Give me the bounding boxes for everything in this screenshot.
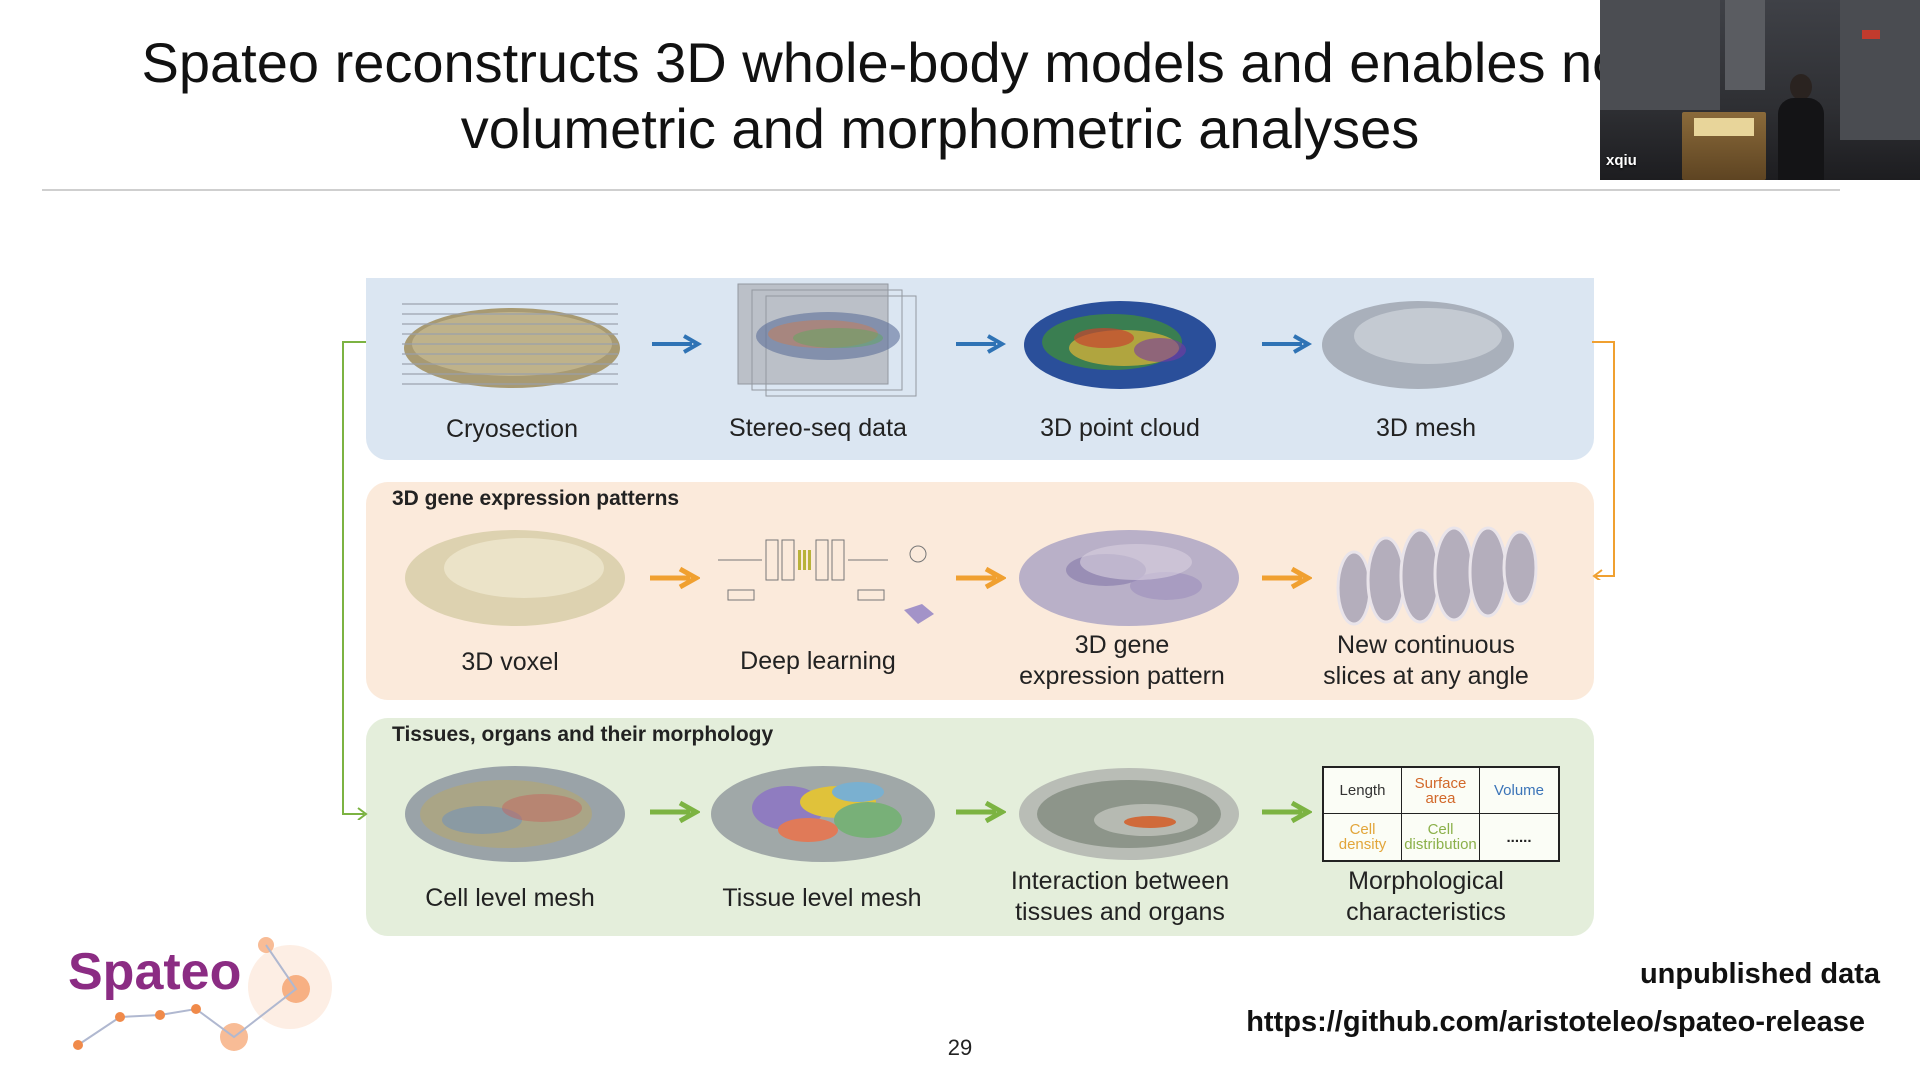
right-flow-connector: [1592, 341, 1615, 580]
page-number: 29: [947, 1035, 973, 1060]
metric-cell: Volume: [1480, 768, 1558, 814]
speaker-name-label: xqiu: [1606, 152, 1637, 169]
left-flow-connector: [342, 341, 368, 820]
cell-mesh-image: [405, 766, 625, 862]
point-cloud-image: [1024, 301, 1216, 389]
morphology-metrics-table: Length Surface area Volume Cell density …: [1322, 766, 1560, 862]
stage-label-deep-learning: Deep learning: [740, 647, 896, 675]
tissue-mesh-image: [711, 766, 935, 862]
spateo-logo-icon: [73, 937, 332, 1051]
speaker-head: [1790, 74, 1812, 100]
row2-heading: 3D gene expression patterns: [392, 487, 680, 510]
gene-expression-image: [1019, 530, 1239, 626]
stage-label-3d-mesh: 3D mesh: [1375, 414, 1477, 442]
arrow-icon: [1262, 800, 1312, 824]
metric-cell: Cell density: [1324, 814, 1402, 860]
logo-text: Spateo: [68, 943, 242, 1001]
stage-label-stereo-seq: Stereo-seq data: [729, 414, 907, 442]
arrow-icon: [650, 566, 700, 590]
speaker-body: [1778, 98, 1824, 180]
title-line-2: volumetric and morphometric analyses: [460, 97, 1420, 160]
arrow-icon: [956, 800, 1006, 824]
slices-image: [1336, 526, 1538, 626]
metric-cell: ......: [1506, 828, 1532, 846]
row3-heading: Tissues, organs and their morphology: [392, 723, 774, 746]
stage-label-3d-voxel: 3D voxel: [461, 648, 559, 676]
stage-label-tissue-mesh: Tissue level mesh: [722, 884, 922, 912]
repo-url-link[interactable]: https://github.com/aristoteleo/spateo-re…: [1246, 1006, 1865, 1038]
title-line-1: Spateo reconstructs 3D whole-body models…: [141, 31, 1739, 94]
deep-learning-diagram: [718, 539, 934, 624]
exit-sign-icon: [1862, 30, 1880, 39]
metric-cell: Length: [1324, 768, 1402, 814]
arrow-icon: [1262, 334, 1312, 354]
3d-mesh-image: [1322, 301, 1514, 389]
slide-title: Spateo reconstructs 3D whole-body models…: [0, 30, 1880, 162]
metric-cell: Surface area: [1402, 768, 1480, 814]
stereo-seq-image: [737, 283, 917, 397]
stage-label-interaction: Interaction between tissues and organs: [1010, 867, 1230, 926]
stage-label-gene-expression: 3D gene expression pattern: [1019, 631, 1225, 690]
arrow-icon: [956, 566, 1006, 590]
webcam-video-tile[interactable]: xqiu: [1600, 0, 1920, 180]
stage-label-cryosection: Cryosection: [446, 415, 578, 443]
arrow-icon: [650, 800, 700, 824]
metric-cell: Cell distribution: [1402, 814, 1480, 860]
title-divider: [42, 189, 1840, 191]
3d-voxel-image: [405, 530, 625, 626]
stage-label-point-cloud: 3D point cloud: [1040, 414, 1200, 442]
arrow-icon: [652, 334, 702, 354]
stage-label-slices: New continuous slices at any angle: [1323, 631, 1529, 690]
cryosection-image: [402, 303, 620, 388]
arrow-icon: [956, 334, 1006, 354]
arrow-icon: [1262, 566, 1312, 590]
tissue-interaction-image: [1019, 768, 1239, 860]
stage-label-morphology: Morphological characteristics: [1346, 867, 1506, 926]
unpublished-note: unpublished data: [1639, 958, 1880, 990]
stage-label-cell-mesh: Cell level mesh: [425, 884, 595, 912]
pipeline-figure: Cryosection Stereo-seq data 3D point clo…: [340, 278, 1615, 940]
